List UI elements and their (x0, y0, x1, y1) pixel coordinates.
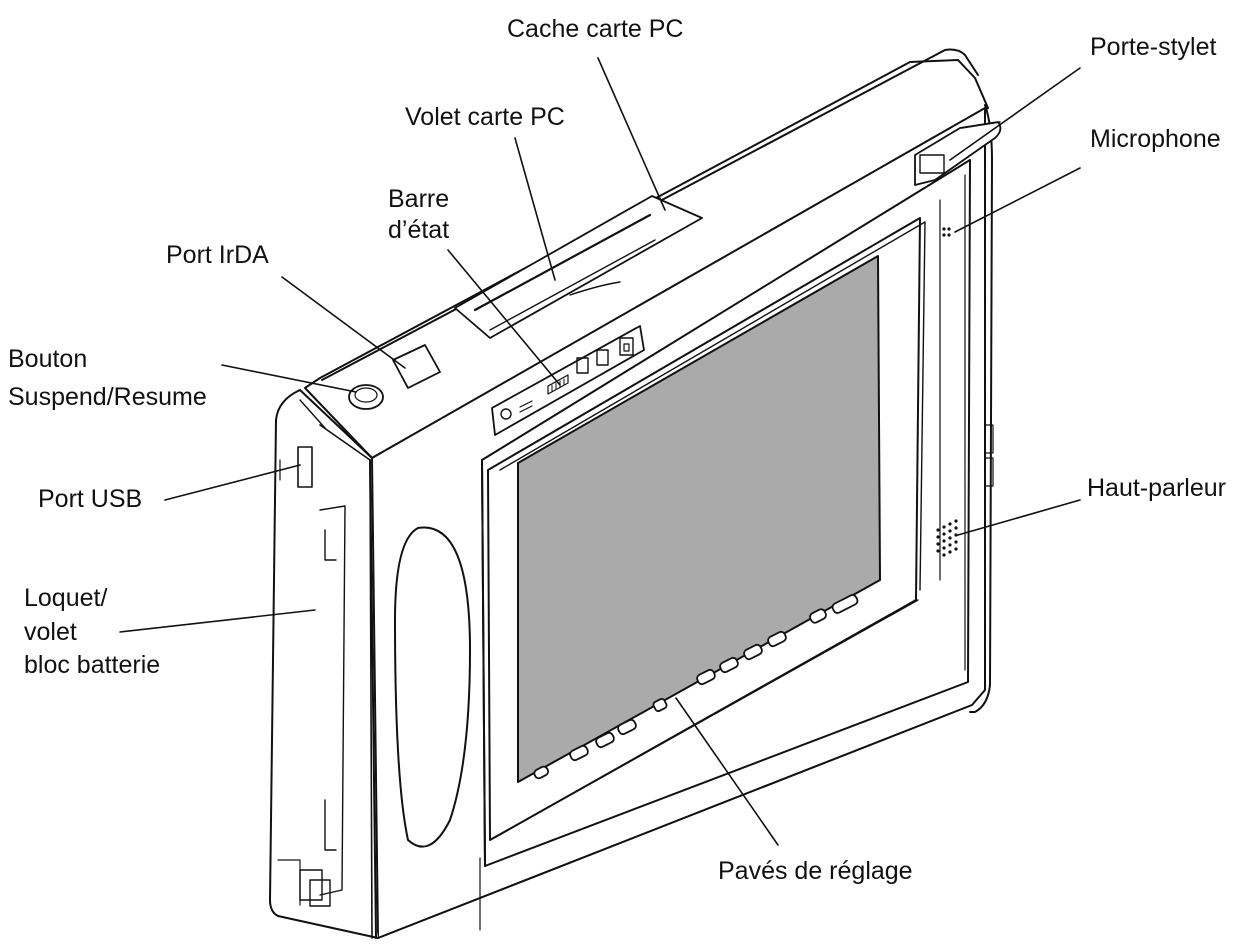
label-barre-etat-2: d’état (388, 216, 450, 244)
leader-port-usb (164, 464, 301, 501)
label-loquet-2: volet (24, 618, 77, 646)
speaker-grille (936, 519, 958, 557)
microphone-holes (942, 227, 951, 237)
label-bouton-2: Suspend/Resume (8, 383, 207, 411)
top-surface-details (348, 121, 1002, 557)
label-port-irda: Port IrDA (166, 241, 269, 269)
leader-loquet (119, 609, 316, 633)
label-loquet-1: Loquet/ (24, 584, 108, 612)
leader-bouton (221, 364, 357, 393)
leader-microphone (954, 167, 1081, 233)
screen (517, 255, 881, 783)
label-microphone: Microphone (1090, 125, 1221, 153)
leader-barre-etat (447, 249, 561, 386)
label-haut-parleur: Haut-parleur (1087, 474, 1226, 502)
leader-volet-carte-pc (514, 137, 556, 281)
label-paves-reglage: Pavés de réglage (718, 857, 913, 885)
label-barre-etat-1: Barre (388, 185, 450, 213)
usb-port (297, 446, 313, 488)
label-porte-stylet: Porte-stylet (1090, 33, 1217, 61)
leader-paves-reglage (675, 697, 779, 846)
pc-card-cover (454, 195, 703, 339)
leader-porte-stylet (949, 67, 1081, 161)
label-loquet-3: bloc batterie (24, 651, 161, 679)
label-cache-carte-pc: Cache carte PC (507, 15, 684, 43)
label-bouton-1: Bouton (8, 345, 88, 373)
label-port-usb: Port USB (38, 485, 143, 513)
hand-grip (394, 526, 471, 848)
control-pads (533, 594, 859, 780)
leader-lines (119, 57, 1081, 846)
pc-card-slot (473, 213, 652, 312)
leader-haut-parleur (957, 499, 1081, 536)
leader-cache-carte-pc (597, 57, 666, 211)
irda-port (392, 344, 441, 389)
label-volet-carte-pc: Volet carte PC (405, 103, 565, 131)
tablet-body (269, 48, 994, 939)
leader-port-irda (281, 276, 406, 369)
